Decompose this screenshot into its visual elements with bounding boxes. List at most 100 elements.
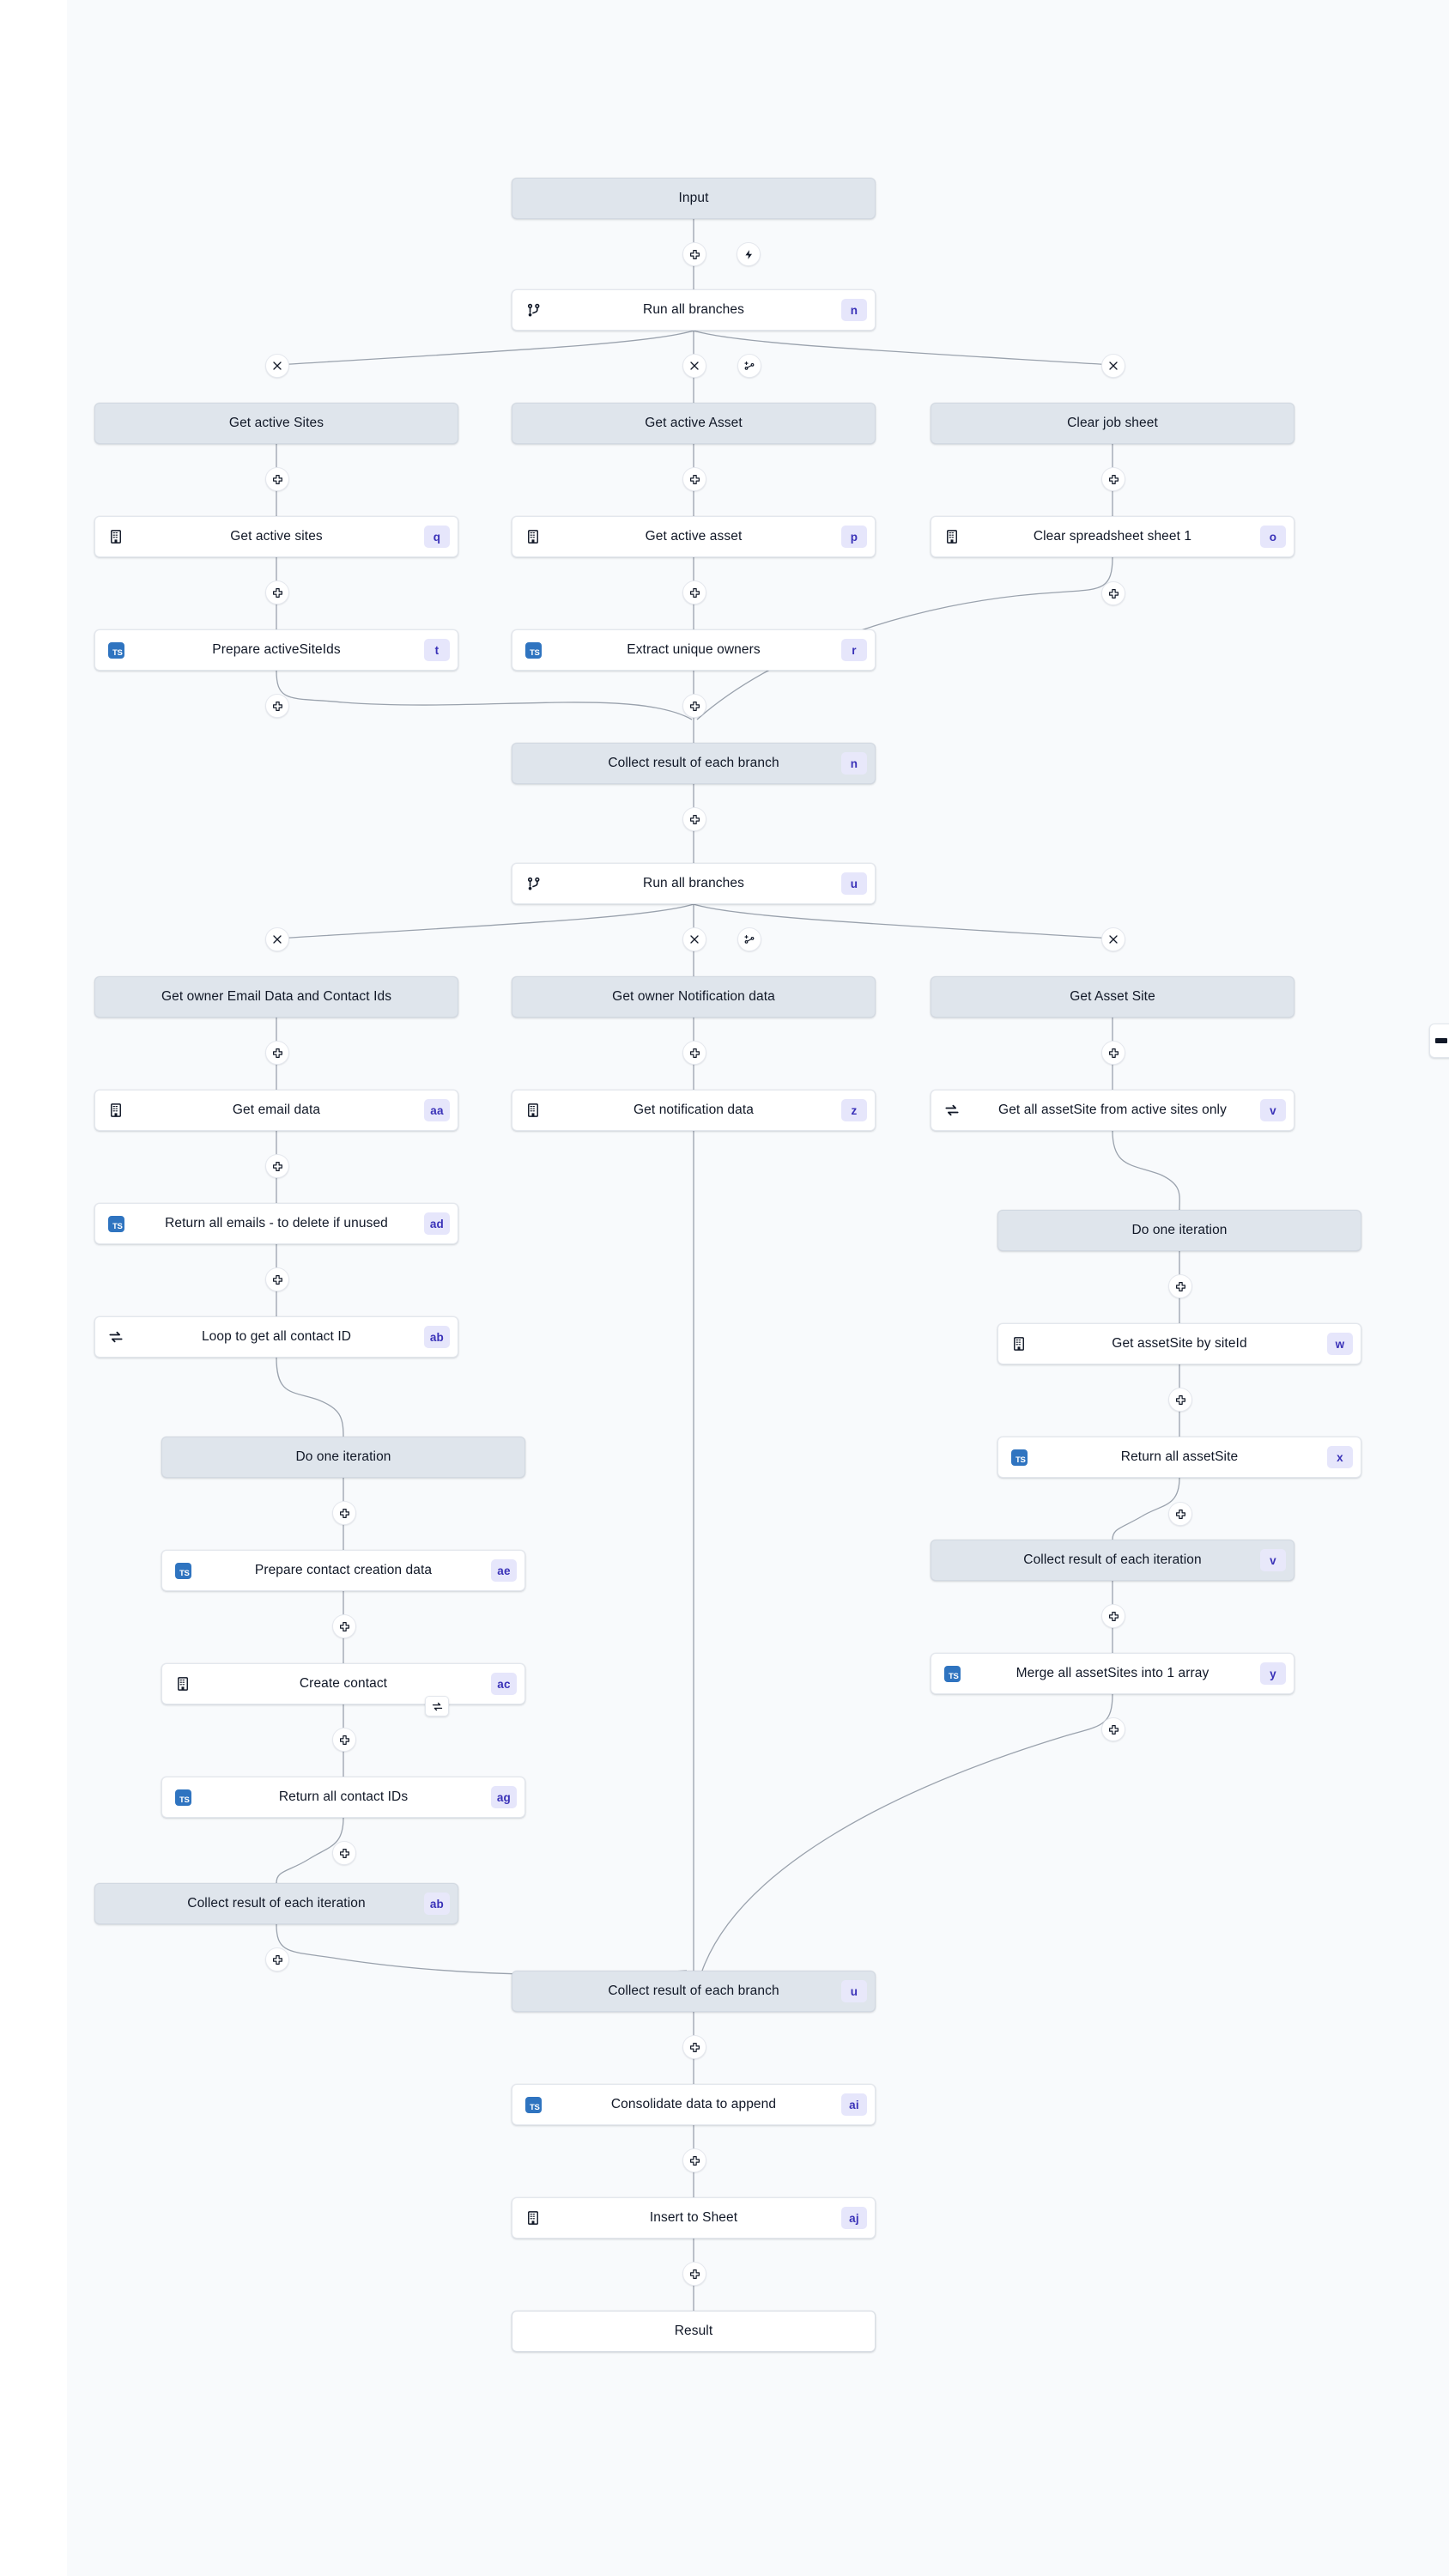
- node-get-all-assetsite-key[interactable]: v: [1260, 1099, 1286, 1121]
- node-get-notification-data[interactable]: Get notification data z: [512, 1090, 876, 1131]
- add-step-handle[interactable]: [1168, 1502, 1192, 1526]
- node-return-all-assetsite[interactable]: TS Return all assetSite x: [997, 1437, 1361, 1478]
- node-branch-asset-site[interactable]: Get Asset Site: [931, 976, 1294, 1018]
- node-insert-to-sheet[interactable]: Insert to Sheet aj: [512, 2197, 876, 2239]
- add-step-handle[interactable]: [265, 1154, 289, 1178]
- node-return-all-contact-ids-key[interactable]: ag: [490, 1786, 517, 1808]
- add-step-handle[interactable]: [1101, 581, 1125, 605]
- node-collect-iteration-right-key[interactable]: v: [1260, 1549, 1286, 1571]
- node-get-email-data-key[interactable]: aa: [424, 1099, 450, 1121]
- remove-branch-handle-1[interactable]: [682, 354, 706, 378]
- add-step-handle[interactable]: [682, 2148, 706, 2172]
- node-merge-all-assetsites-key[interactable]: y: [1260, 1662, 1286, 1685]
- add-step-handle[interactable]: [265, 467, 289, 491]
- add-branch-handle-1[interactable]: [737, 354, 761, 378]
- node-run-all-branches-2[interactable]: Run all branches u: [512, 863, 876, 904]
- trigger-handle[interactable]: [737, 242, 761, 266]
- remove-branch-handle-left-1[interactable]: [265, 354, 289, 378]
- node-run-all-branches-1[interactable]: Run all branches n: [512, 289, 876, 331]
- node-get-active-asset-key[interactable]: p: [841, 526, 867, 548]
- node-create-contact[interactable]: Create contact ac: [161, 1663, 525, 1704]
- node-collect-iteration-right[interactable]: Collect result of each iteration v: [931, 1540, 1294, 1581]
- node-prepare-active-site-ids-key[interactable]: t: [424, 639, 450, 661]
- node-run-all-branches-1-key[interactable]: n: [841, 299, 867, 321]
- node-collect-iteration-left[interactable]: Collect result of each iteration ab: [94, 1883, 458, 1924]
- node-get-active-sites-key[interactable]: q: [424, 526, 450, 548]
- add-step-handle[interactable]: [1101, 467, 1125, 491]
- node-do-one-iteration-left[interactable]: Do one iteration: [161, 1437, 525, 1478]
- node-consolidate-data[interactable]: TS Consolidate data to append ai: [512, 2084, 876, 2125]
- remove-branch-handle-right-2[interactable]: [1101, 927, 1125, 951]
- node-collect-branch-1[interactable]: Collect result of each branch n: [512, 743, 876, 784]
- node-clear-spreadsheet-sheet-1[interactable]: Clear spreadsheet sheet 1 o: [931, 516, 1294, 557]
- plus-icon: [272, 701, 282, 711]
- node-do-one-iteration-right[interactable]: Do one iteration: [997, 1210, 1361, 1251]
- node-input[interactable]: Input: [512, 178, 876, 219]
- add-step-handle[interactable]: [265, 1041, 289, 1065]
- node-run-all-branches-2-key[interactable]: u: [841, 872, 867, 895]
- node-branch-get-active-sites[interactable]: Get active Sites: [94, 403, 458, 444]
- node-get-assetsite-by-siteid-key[interactable]: w: [1327, 1333, 1353, 1355]
- node-return-all-contact-ids[interactable]: TS Return all contact IDs ag: [161, 1777, 525, 1818]
- add-step-handle[interactable]: [682, 807, 706, 831]
- add-step-handle[interactable]: [1168, 1274, 1192, 1298]
- node-merge-all-assetsites[interactable]: TS Merge all assetSites into 1 array y: [931, 1653, 1294, 1694]
- add-step-handle[interactable]: [682, 467, 706, 491]
- node-get-active-asset[interactable]: Get active asset p: [512, 516, 876, 557]
- plus-icon: [1108, 474, 1119, 484]
- node-return-all-emails-key[interactable]: ad: [423, 1212, 450, 1235]
- node-collect-branch-1-key[interactable]: n: [841, 752, 867, 775]
- add-step-handle[interactable]: [332, 1501, 356, 1525]
- node-clear-spreadsheet-sheet-1-key[interactable]: o: [1260, 526, 1286, 548]
- node-extract-unique-owners[interactable]: TS Extract unique owners r: [512, 629, 876, 671]
- add-step-handle[interactable]: [682, 242, 706, 266]
- add-step-handle[interactable]: [332, 1841, 356, 1865]
- node-collect-branch-2[interactable]: Collect result of each branch u: [512, 1971, 876, 2012]
- node-insert-to-sheet-key[interactable]: aj: [841, 2207, 867, 2229]
- remove-branch-handle-left-2[interactable]: [265, 927, 289, 951]
- node-loop-contact-id[interactable]: Loop to get all contact ID ab: [94, 1316, 458, 1358]
- add-step-handle[interactable]: [332, 1614, 356, 1638]
- node-branch-owner-email[interactable]: Get owner Email Data and Contact Ids: [94, 976, 458, 1018]
- node-prepare-contact-creation-key[interactable]: ae: [491, 1559, 517, 1582]
- node-get-active-sites[interactable]: Get active sites q: [94, 516, 458, 557]
- node-prepare-active-site-ids[interactable]: TS Prepare activeSiteIds t: [94, 629, 458, 671]
- add-step-handle[interactable]: [682, 1041, 706, 1065]
- add-step-handle[interactable]: [332, 1728, 356, 1752]
- node-get-all-assetsite[interactable]: Get all assetSite from active sites only…: [931, 1090, 1294, 1131]
- node-return-all-assetsite-key[interactable]: x: [1327, 1446, 1353, 1468]
- node-get-assetsite-by-siteid[interactable]: Get assetSite by siteId w: [997, 1323, 1361, 1364]
- remove-branch-handle-right-1[interactable]: [1101, 354, 1125, 378]
- add-step-handle[interactable]: [1101, 1604, 1125, 1628]
- node-collect-branch-2-key[interactable]: u: [841, 1980, 867, 2002]
- node-collect-iteration-left-key[interactable]: ab: [423, 1893, 450, 1915]
- node-branch-owner-notification[interactable]: Get owner Notification data: [512, 976, 876, 1018]
- add-step-handle[interactable]: [682, 2035, 706, 2059]
- add-branch-handle-2[interactable]: [737, 927, 761, 951]
- add-step-handle[interactable]: [1101, 1041, 1125, 1065]
- add-step-handle[interactable]: [682, 580, 706, 605]
- add-step-handle[interactable]: [265, 694, 289, 718]
- remove-branch-handle-2[interactable]: [682, 927, 706, 951]
- add-step-handle[interactable]: [1168, 1388, 1192, 1412]
- node-branch-get-active-asset[interactable]: Get active Asset: [512, 403, 876, 444]
- retry-icon[interactable]: [425, 1696, 449, 1716]
- offscreen-node-card[interactable]: [1429, 1024, 1449, 1058]
- node-prepare-contact-creation[interactable]: TS Prepare contact creation data ae: [161, 1550, 525, 1591]
- node-get-email-data[interactable]: Get email data aa: [94, 1090, 458, 1131]
- add-step-handle[interactable]: [1101, 1717, 1125, 1741]
- node-result[interactable]: Result: [512, 2311, 876, 2352]
- add-step-handle[interactable]: [265, 1267, 289, 1291]
- node-get-notification-data-key[interactable]: z: [841, 1099, 867, 1121]
- add-step-handle[interactable]: [265, 580, 289, 605]
- add-step-handle[interactable]: [265, 1947, 289, 1971]
- node-branch-clear-job-sheet[interactable]: Clear job sheet: [931, 403, 1294, 444]
- node-collect-branch-1-label: Collect result of each branch: [608, 756, 779, 770]
- node-consolidate-data-key[interactable]: ai: [841, 2093, 867, 2116]
- add-step-handle[interactable]: [682, 694, 706, 718]
- add-step-handle[interactable]: [682, 2262, 706, 2286]
- node-return-all-emails[interactable]: TS Return all emails - to delete if unus…: [94, 1203, 458, 1244]
- node-create-contact-key[interactable]: ac: [491, 1673, 517, 1695]
- node-loop-contact-id-key[interactable]: ab: [423, 1326, 450, 1348]
- node-extract-unique-owners-key[interactable]: r: [841, 639, 867, 661]
